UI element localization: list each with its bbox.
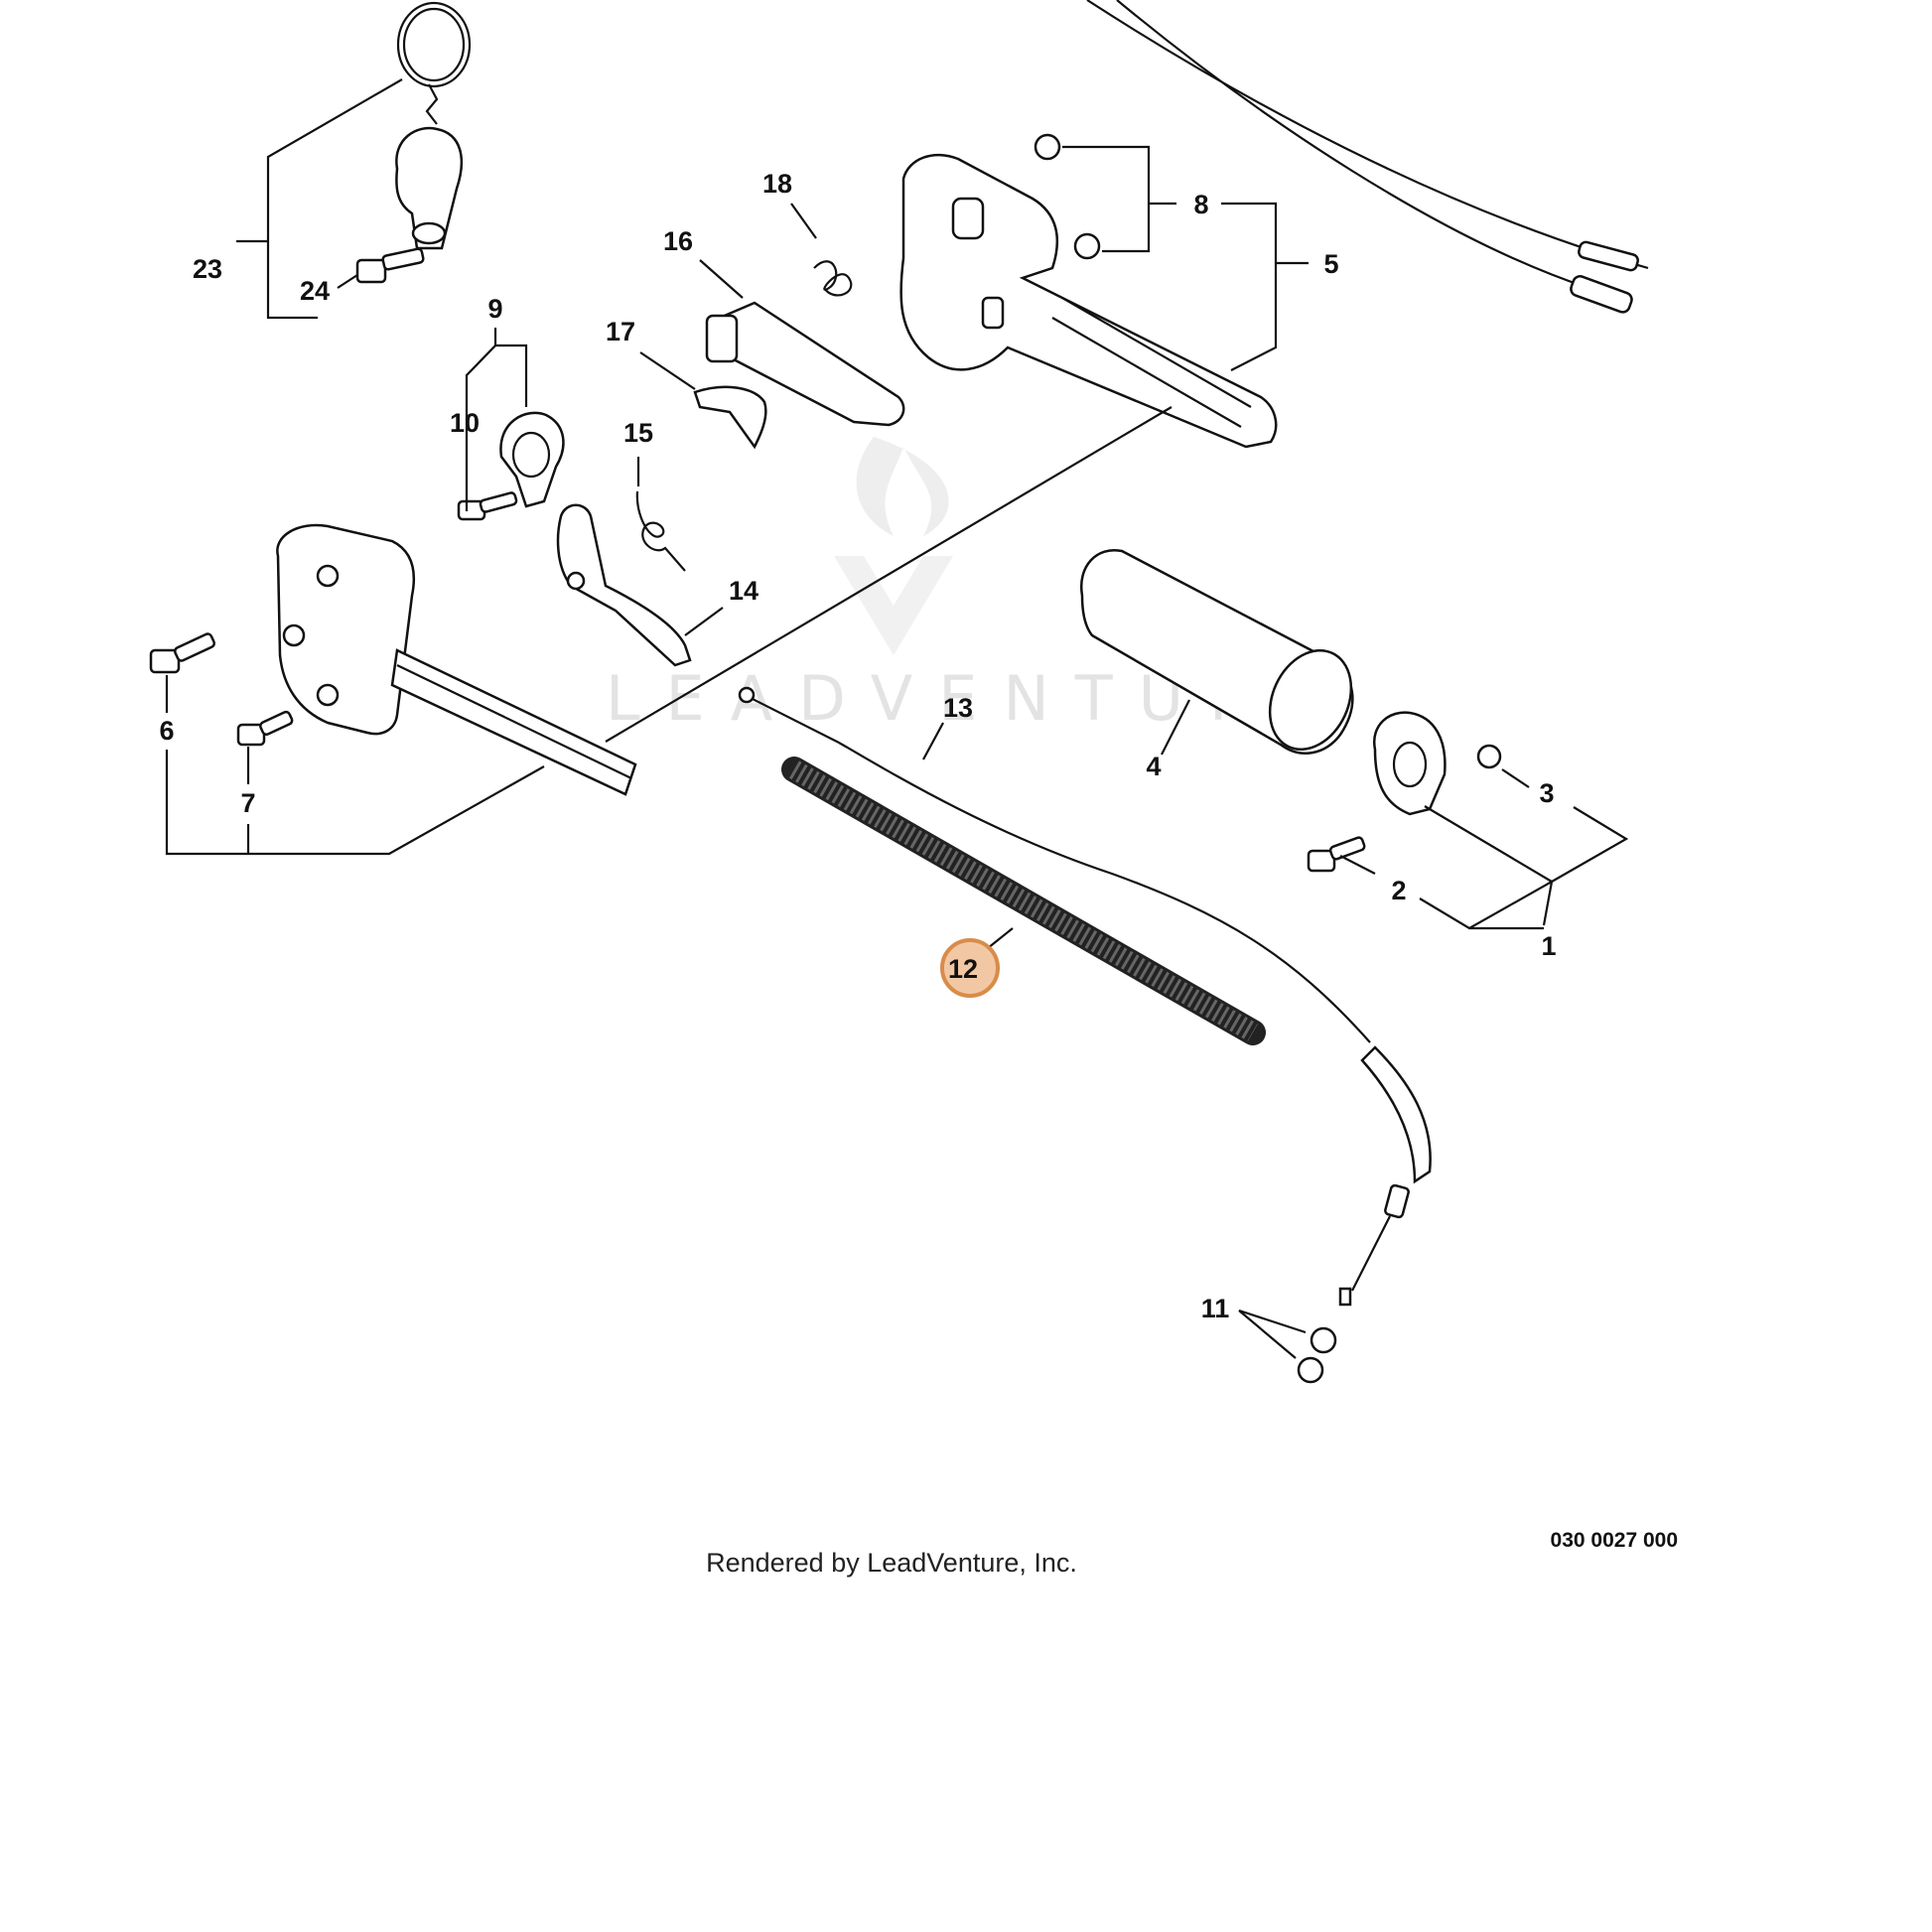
callout-highlight-12[interactable]: [940, 938, 1000, 998]
nut-11: [1297, 1326, 1337, 1384]
latch-17: [693, 385, 767, 450]
callout-24[interactable]: 24: [300, 276, 330, 306]
spring-15: [635, 490, 686, 572]
callout-13[interactable]: 13: [943, 693, 973, 723]
callout-4[interactable]: 4: [1146, 752, 1161, 781]
callout-1[interactable]: 1: [1541, 931, 1556, 961]
trigger-part: [705, 301, 905, 427]
spring-18: [813, 260, 853, 297]
leader-shaft: [605, 406, 1173, 743]
callout-15[interactable]: 15: [623, 418, 653, 448]
callout-6[interactable]: 6: [159, 716, 174, 746]
nut-8: [1034, 133, 1101, 260]
callout-3[interactable]: 3: [1539, 778, 1554, 808]
callout-12[interactable]: 12: [948, 954, 978, 984]
callout-7[interactable]: 7: [240, 788, 255, 818]
callout-14[interactable]: 14: [729, 576, 759, 606]
ring-clamp-part: [395, 1, 472, 250]
callout-18[interactable]: 18: [762, 169, 792, 199]
bolt-24: [355, 247, 425, 284]
foam-grip-part: [1079, 548, 1354, 755]
wire-harness: [1086, 0, 1649, 314]
leader-lines: [165, 78, 1629, 1359]
callout-11[interactable]: 11: [1201, 1294, 1230, 1323]
callout-2[interactable]: 2: [1391, 876, 1406, 905]
control-housing: [276, 523, 637, 796]
handle-frame-part: [899, 153, 1278, 449]
watermark-logo: [834, 437, 953, 655]
callout-16[interactable]: 16: [663, 226, 693, 256]
bolt-6: [149, 632, 216, 674]
callout-10[interactable]: 10: [450, 408, 480, 438]
bolt-7: [236, 710, 294, 747]
callout-23[interactable]: 23: [193, 254, 222, 284]
clamp-9: [457, 411, 565, 521]
callout-9[interactable]: 9: [487, 294, 502, 324]
throttle-cable-part: [738, 686, 1432, 1307]
render-credit: Rendered by LeadVenture, Inc.: [706, 1548, 1077, 1578]
diagram-code: 030 0027 000: [1551, 1529, 1678, 1552]
callout-5[interactable]: 5: [1323, 249, 1338, 279]
callout-17[interactable]: 17: [606, 317, 635, 346]
callout-8[interactable]: 8: [1193, 190, 1208, 219]
lever-14: [556, 503, 692, 667]
handle-clamp-part: [1307, 711, 1502, 873]
cable-conduit-part: [781, 757, 1266, 1045]
